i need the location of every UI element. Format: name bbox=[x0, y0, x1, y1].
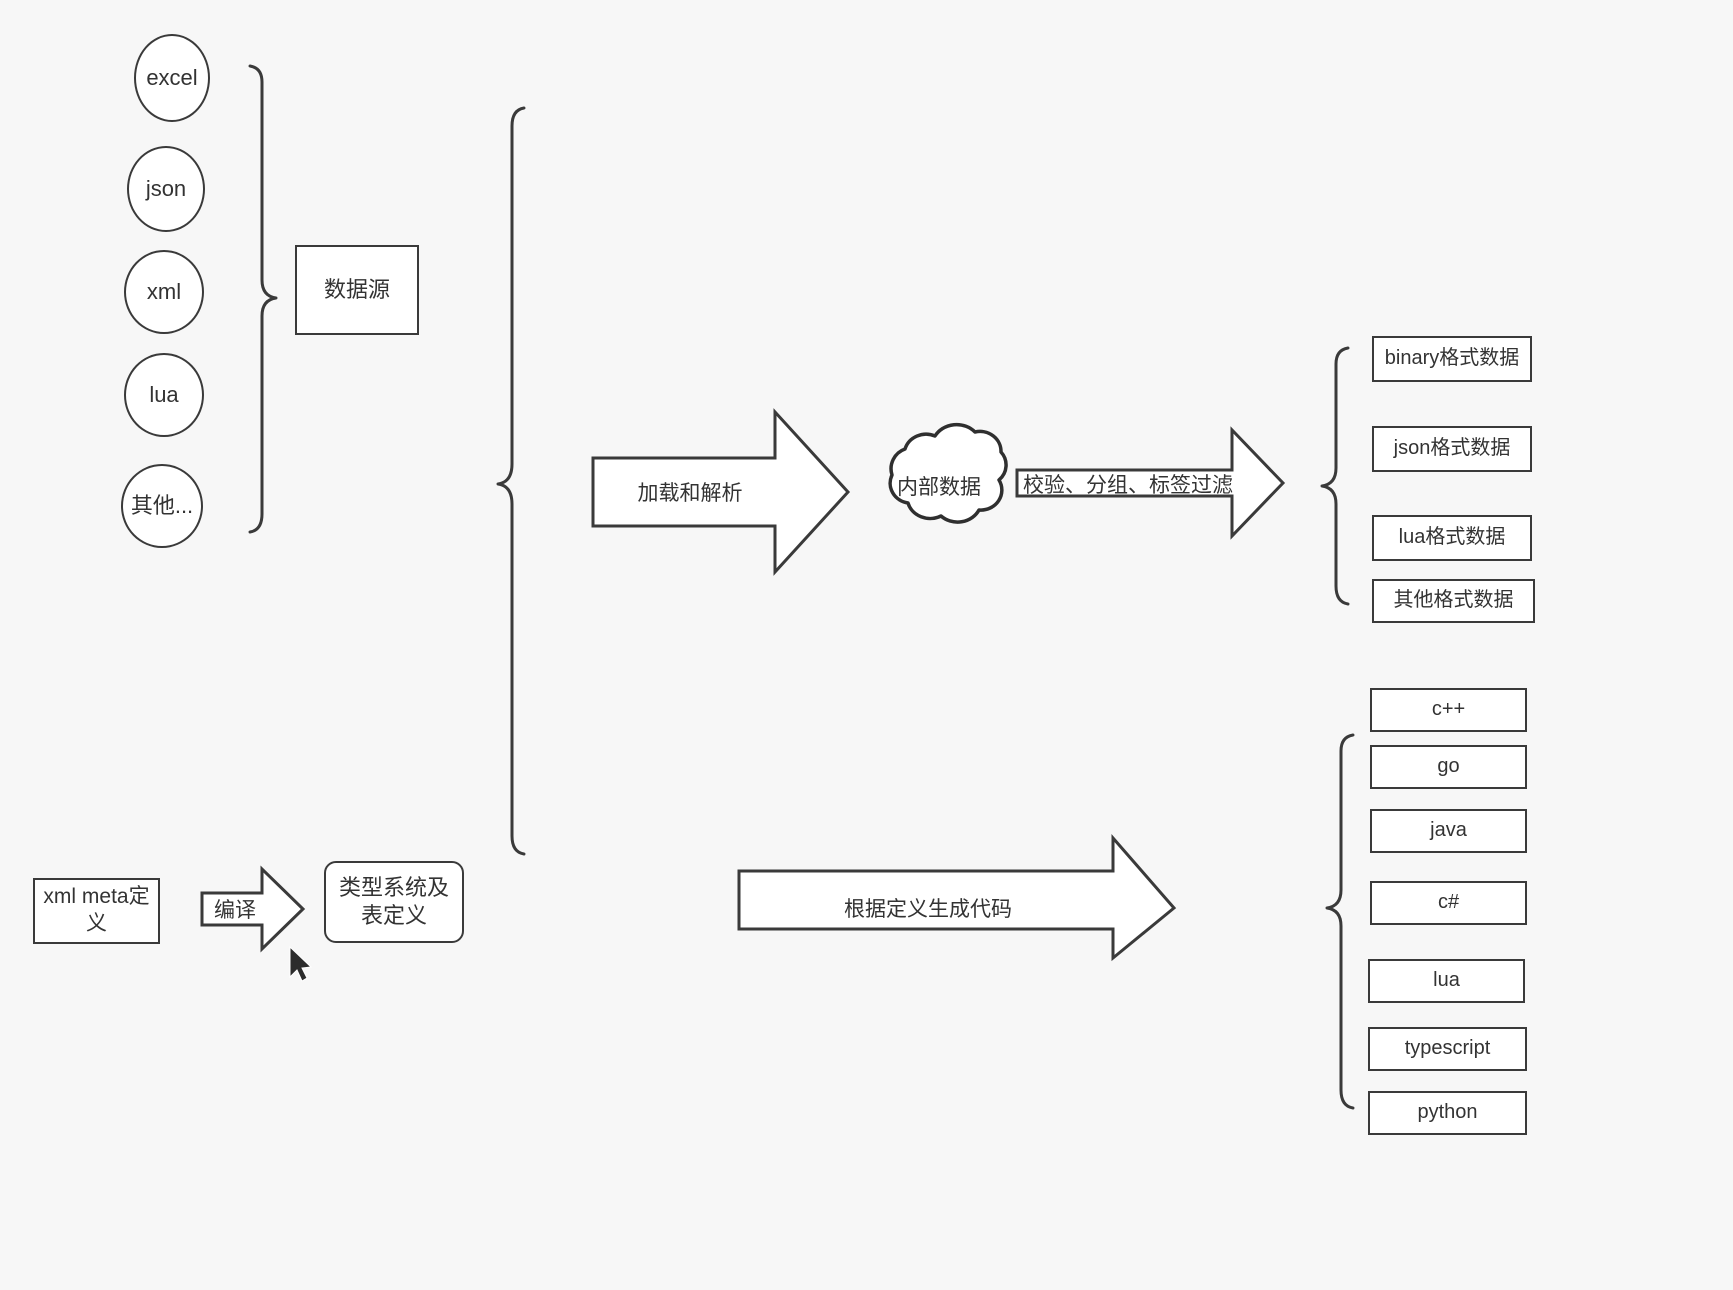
data-output-lua[interactable]: lua格式数据 bbox=[1372, 515, 1532, 561]
data-output-label: 其他格式数据 bbox=[1393, 589, 1514, 612]
code-output-cpp[interactable]: c++ bbox=[1370, 688, 1527, 732]
data-output-json[interactable]: json格式数据 bbox=[1372, 426, 1532, 472]
brace-code-outputs bbox=[1325, 733, 1355, 1110]
code-output-go[interactable]: go bbox=[1370, 745, 1527, 789]
cloud-internal-data bbox=[888, 422, 1008, 524]
data-output-label: binary格式数据 bbox=[1384, 347, 1520, 370]
xml-meta-definition-label: xml meta定义 bbox=[43, 885, 150, 935]
source-node-label: xml bbox=[146, 278, 182, 304]
source-node-xml[interactable]: xml bbox=[124, 250, 204, 334]
arrow-compile bbox=[200, 865, 306, 953]
code-output-lua[interactable]: lua bbox=[1368, 959, 1525, 1003]
code-output-label: c++ bbox=[1431, 698, 1466, 721]
brace-pipeline-input bbox=[496, 106, 526, 856]
arrow-generate-code bbox=[737, 833, 1177, 962]
code-output-label: lua bbox=[1433, 969, 1460, 992]
source-node-label: json bbox=[145, 175, 187, 201]
source-node-lua[interactable]: lua bbox=[124, 353, 204, 437]
code-output-label: python bbox=[1417, 1101, 1478, 1124]
data-output-other[interactable]: 其他格式数据 bbox=[1372, 579, 1535, 623]
data-source-box[interactable]: 数据源 bbox=[295, 245, 419, 335]
brace-data-outputs bbox=[1320, 346, 1350, 606]
code-output-label: java bbox=[1430, 819, 1467, 842]
source-node-label: excel bbox=[146, 64, 198, 90]
source-node-other[interactable]: 其他... bbox=[121, 464, 203, 548]
data-output-binary[interactable]: binary格式数据 bbox=[1372, 336, 1532, 382]
code-output-python[interactable]: python bbox=[1368, 1091, 1527, 1135]
brace-sources bbox=[248, 64, 278, 534]
arrow-load-parse bbox=[591, 408, 851, 576]
code-output-csharp[interactable]: c# bbox=[1370, 881, 1527, 925]
source-node-label: 其他... bbox=[130, 492, 194, 518]
data-source-label: 数据源 bbox=[323, 276, 390, 302]
data-output-label: json格式数据 bbox=[1393, 437, 1511, 460]
mouse-cursor-icon bbox=[289, 945, 313, 982]
data-output-label: lua格式数据 bbox=[1398, 526, 1506, 549]
code-output-java[interactable]: java bbox=[1370, 809, 1527, 853]
code-output-typescript[interactable]: typescript bbox=[1368, 1027, 1527, 1071]
source-node-json[interactable]: json bbox=[127, 146, 205, 232]
code-output-label: c# bbox=[1437, 891, 1460, 914]
code-output-label: typescript bbox=[1404, 1037, 1491, 1060]
source-node-label: lua bbox=[149, 381, 179, 407]
xml-meta-definition-box[interactable]: xml meta定义 bbox=[33, 878, 160, 944]
type-system-box[interactable]: 类型系统及表定义 bbox=[324, 861, 464, 943]
type-system-label: 类型系统及表定义 bbox=[338, 874, 449, 928]
source-node-excel[interactable]: excel bbox=[134, 34, 210, 122]
arrow-validate-group-filter bbox=[1015, 426, 1286, 540]
code-output-label: go bbox=[1437, 755, 1460, 778]
